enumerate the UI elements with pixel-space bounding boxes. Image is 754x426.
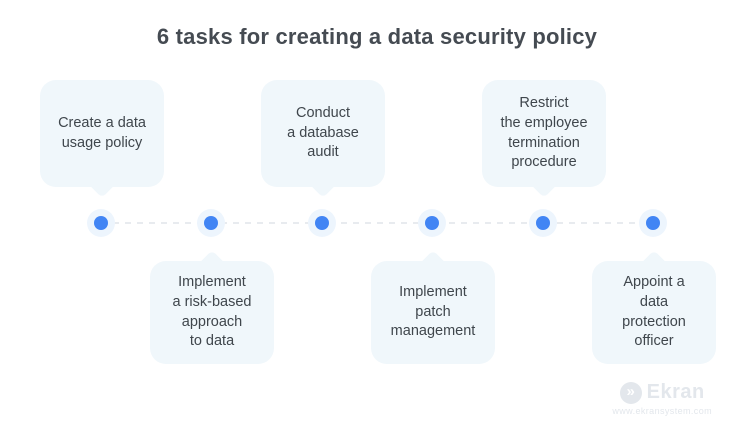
task-label-4: Implement patch management	[390, 283, 476, 340]
brand-row: » Ekran	[612, 381, 712, 404]
timeline-dot-3	[315, 216, 329, 230]
brand-website: www.ekransystem.com	[612, 406, 712, 416]
task-label-3: Conduct a database audit	[287, 104, 359, 161]
timeline-dot-5	[536, 216, 550, 230]
task-bubble-2: Implement a risk-based approach to data	[150, 261, 274, 364]
task-bubble-6: Appoint a data protection officer	[592, 261, 716, 364]
timeline-dot-6	[646, 216, 660, 230]
task-bubble-5: Restrict the employee termination proced…	[482, 80, 606, 187]
timeline-dot-4	[425, 216, 439, 230]
brand-name: Ekran	[646, 381, 705, 403]
task-bubble-3: Conduct a database audit	[261, 80, 385, 187]
task-label-2: Implement a risk-based approach to data	[172, 274, 252, 350]
task-label-1: Create a data usage policy	[58, 114, 146, 151]
task-bubble-1: Create a data usage policy	[40, 80, 164, 187]
ekran-logo: » Ekran www.ekransystem.com	[612, 381, 712, 416]
task-label-6: Appoint a data protection officer	[622, 274, 686, 350]
task-label-5: Restrict the employee termination proced…	[500, 95, 588, 171]
timeline-dot-1	[94, 216, 108, 230]
page-title: 6 tasks for creating a data security pol…	[156, 24, 598, 49]
timeline-line	[101, 222, 654, 224]
double-chevron-icon: »	[619, 381, 642, 404]
timeline-dot-2	[204, 216, 218, 230]
task-bubble-4: Implement patch management	[371, 261, 495, 364]
